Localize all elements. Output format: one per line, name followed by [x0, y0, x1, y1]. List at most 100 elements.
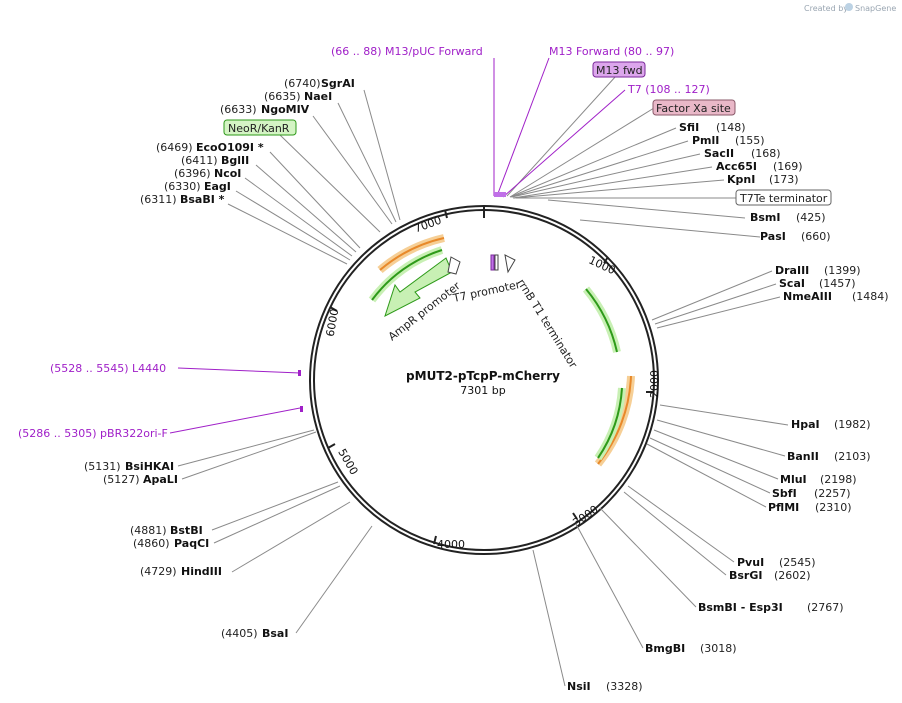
feature-arc-neor-line — [371, 249, 443, 301]
site-pos: (4405) — [221, 627, 258, 640]
site-name: NmeAIII — [783, 290, 832, 303]
site-pos: (1457) — [819, 277, 856, 290]
tick-label-6000: 6000 — [324, 308, 342, 338]
site-pos: (4881) — [130, 524, 167, 537]
l4440-mark — [298, 370, 301, 376]
site-pos: (6311) — [140, 193, 177, 206]
site-name: ScaI — [779, 277, 805, 290]
tick-5000 — [327, 443, 336, 449]
feature-arc-right-1 — [582, 286, 621, 353]
site-pos: (2602) — [774, 569, 811, 582]
factor-xa-feature-label: Factor Xa site — [656, 102, 731, 115]
primer-leader-lines — [169, 57, 626, 434]
site-name: NaeI — [304, 90, 332, 103]
site-pos: (660) — [801, 230, 831, 243]
t7-promoter-label: T7 promoter — [451, 278, 522, 305]
site-name: PasI — [760, 230, 786, 243]
site-pos: (5127) — [103, 473, 140, 486]
m13-fwd-feature-label: M13 fwd — [596, 64, 643, 77]
tick-4000 — [433, 535, 437, 545]
feature-arc-right-3-line — [597, 387, 623, 459]
site-pos: (2103) — [834, 450, 871, 463]
tick-6000 — [329, 306, 338, 312]
ampr-promoter-arrow — [384, 257, 453, 317]
site-name: SbfI — [772, 487, 797, 500]
tick-label-5000: 5000 — [335, 446, 360, 477]
plasmid-name: pMUT2-pTcpP-mCherry — [406, 369, 560, 383]
leader-lines — [177, 75, 789, 687]
site-pos: (173) — [769, 173, 799, 186]
site-pos: (425) — [796, 211, 826, 224]
plasmid-size: 7301 bp — [460, 384, 505, 397]
t7-promoter-mark — [494, 254, 499, 271]
site-name: BmgBI — [645, 642, 685, 655]
site-name: NgoMIV — [261, 103, 310, 116]
site-name: BstBI — [170, 524, 203, 537]
factor-xa-feature-box — [652, 99, 736, 116]
site-pos: (2198) — [820, 473, 857, 486]
primer-site-mark — [490, 254, 495, 271]
site-name: BsrGI — [729, 569, 762, 582]
site-pos: (2257) — [814, 487, 851, 500]
site-name: SfiI — [679, 121, 699, 134]
t7te-feature-label: T7Te terminator — [739, 192, 828, 205]
site-name: BanII — [787, 450, 819, 463]
site-pos: (4860) — [133, 537, 170, 550]
site-name: BsiHKAI — [125, 460, 174, 473]
site-pos: (4729) — [140, 565, 177, 578]
site-pos: (6633) — [220, 103, 257, 116]
site-pos: (1484) — [852, 290, 889, 303]
site-name: SgrAI — [321, 77, 355, 90]
site-name: EagI — [204, 180, 231, 193]
site-pos: (168) — [751, 147, 781, 160]
credit-text: Created by — [804, 4, 848, 13]
primer-cluster-marks — [494, 192, 506, 197]
credit-brand: SnapGene — [855, 4, 896, 13]
site-pos: (6469) — [156, 141, 193, 154]
tick-label-4000: 4000 — [437, 538, 465, 551]
site-pos: (6740) — [284, 77, 321, 90]
rrnb-terminator-label: rrnB T1 terminator — [514, 277, 580, 371]
site-name: NcoI — [214, 167, 241, 180]
site-name: PaqCI — [174, 537, 209, 550]
site-name: BsmBI - Esp3I — [698, 601, 783, 614]
neor-feature-label: NeoR/KanR — [228, 122, 290, 135]
site-pos: (1399) — [824, 264, 861, 277]
site-pos: (6635) — [264, 90, 301, 103]
m13puc-primer-label: (66 .. 88) M13/pUC Forward — [331, 45, 483, 58]
site-pos: (2545) — [779, 556, 816, 569]
site-name: DraIII — [775, 264, 809, 277]
site-name: PflMI — [768, 501, 799, 514]
tick-label-2000: 2000 — [648, 370, 661, 398]
site-name: EcoO109I * — [196, 141, 264, 154]
site-name: Acc65I — [716, 160, 757, 173]
site-pos: (2767) — [807, 601, 844, 614]
site-name: HindIII — [181, 565, 222, 578]
site-pos: (6330) — [164, 180, 201, 193]
l4440-primer-label: (5528 .. 5545) L4440 — [50, 362, 166, 375]
m13-forward-primer-label: M13 Forward (80 .. 97) — [549, 45, 674, 58]
site-name: NsiI — [567, 680, 591, 693]
tick-3000 — [572, 512, 578, 520]
snapgene-logo-icon — [845, 3, 853, 11]
site-pos: (6396) — [174, 167, 211, 180]
pbr322-mark — [300, 406, 303, 412]
site-pos: (3018) — [700, 642, 737, 655]
neor-feature-box — [223, 119, 297, 136]
site-name: BsaBI * — [180, 193, 225, 206]
site-name: PmlI — [692, 134, 719, 147]
site-pos: (6411) — [181, 154, 218, 167]
site-pos: (169) — [773, 160, 803, 173]
tick-7000 — [444, 209, 448, 219]
site-name: ApaLI — [143, 473, 178, 486]
site-pos: (5131) — [84, 460, 121, 473]
small-feature-arrow — [447, 256, 461, 275]
tick-label-7000: 7000 — [412, 214, 443, 236]
rrnb-terminator-mark — [504, 254, 516, 274]
site-pos: (2310) — [815, 501, 852, 514]
tick-marks — [327, 205, 654, 545]
site-name: HpaI — [791, 418, 820, 431]
feature-arc-right-1-line — [585, 288, 618, 353]
